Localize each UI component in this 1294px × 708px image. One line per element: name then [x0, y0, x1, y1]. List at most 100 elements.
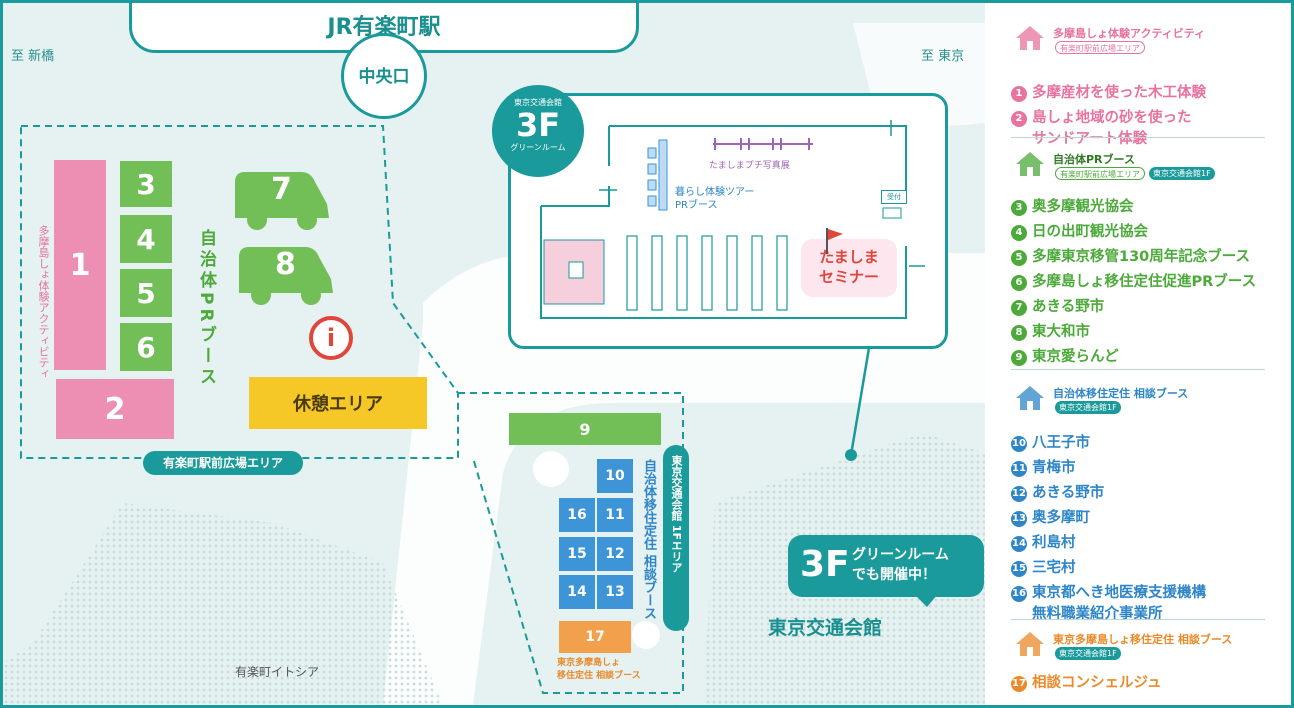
seminar-line2: セミナー	[818, 268, 879, 286]
booth-4-label: 4	[136, 222, 156, 256]
legend-item-text: 多摩島しょ移住定住促進PRブース	[1032, 274, 1257, 290]
booth-14-label: 14	[567, 584, 587, 600]
callout-line1: グリーンルーム	[852, 547, 949, 563]
mall-label: 有楽町イトシア	[235, 665, 320, 679]
leader-line	[849, 347, 871, 456]
booth-9-label: 9	[579, 419, 591, 439]
mall-area	[3, 503, 443, 705]
booth-1[interactable]: 1	[54, 160, 106, 370]
event-map: JR有楽町駅 中央口 至 新橋 至 東京 1 2 3 4 5 6 7 8 多摩島…	[3, 3, 985, 705]
floor3-inset: たましまプチ写真展 暮らし体験ツアー PRブース 受付 たましま セミナー	[508, 93, 948, 349]
booth-13-label: 13	[605, 584, 625, 600]
booth-7[interactable]: 7	[231, 166, 333, 232]
floor3-badge-building: 東京交通会館	[514, 98, 562, 107]
floor3-badge-floor: 3F	[515, 106, 561, 144]
legend-number-badge: 17	[1011, 676, 1027, 692]
relocation-vertical-label: 自治体移住定住 相談ブース	[641, 459, 656, 620]
plaza-area-tag: 有楽町駅前広場エリア	[143, 451, 303, 475]
legend-section-title: 多摩島しょ体験アクティビティ	[1053, 27, 1206, 40]
legend-number-badge: 9	[1011, 350, 1027, 366]
exit-marker: 中央口	[341, 33, 427, 119]
booth-10[interactable]: 10	[597, 459, 633, 493]
legend-item-text: 青梅市	[1032, 460, 1076, 476]
concierge-label: 東京多摩島しょ 移住定住 相談ブース	[557, 657, 641, 683]
booth-12[interactable]: 12	[597, 537, 633, 571]
legend-item-text: 多摩産材を使った木工体験	[1032, 85, 1206, 101]
rest-area[interactable]: 休憩エリア	[249, 377, 427, 429]
legend-number-badge: 16	[1011, 586, 1027, 602]
legend-divider	[1011, 369, 1265, 370]
floor3-plan	[540, 120, 925, 319]
booth-16-label: 16	[567, 507, 587, 523]
legend-number-badge: 5	[1011, 250, 1027, 266]
booth-6-label: 6	[136, 330, 156, 364]
legend-item-1: 1 多摩産材を使った木工体験	[1011, 81, 1206, 102]
booth-2[interactable]: 2	[56, 379, 174, 439]
legend-item-text: 八王子市	[1032, 435, 1090, 451]
legend-number-badge: 10	[1011, 436, 1027, 452]
legend-item-10: 10 八王子市	[1011, 431, 1090, 452]
info-icon[interactable]: i	[309, 316, 353, 360]
booth-3-label: 3	[136, 167, 156, 201]
legend-number-badge: 3	[1011, 200, 1027, 216]
truck-icon	[239, 247, 333, 305]
road	[383, 253, 985, 705]
legend-area-pill: 有楽町駅前広場エリア	[1055, 41, 1145, 54]
legend-area-pill: 東京交通会館1F	[1149, 167, 1215, 180]
legend-area-pill: 東京交通会館1F	[1055, 401, 1121, 414]
legend-item-text: 東京愛らんど	[1032, 349, 1119, 365]
direction-left: 至 新橋	[11, 49, 55, 64]
floor3-badge: 東京交通会館 3F グリーンルーム	[492, 85, 584, 177]
booth-8[interactable]: 8	[235, 241, 337, 307]
booth-9[interactable]: 9	[509, 413, 661, 445]
legend-number-badge: 1	[1011, 86, 1027, 102]
legend-number-badge: 15	[1011, 561, 1027, 577]
seminar-bubble[interactable]: たましま セミナー	[801, 239, 897, 297]
activity-vertical-label: 多摩島しょ体験アクティビティ	[37, 225, 50, 379]
booth-10-label: 10	[605, 468, 625, 484]
legend-item-text: あきる野市	[1032, 485, 1105, 501]
callout-tail	[915, 595, 937, 607]
concierge-label-line2: 移住定住 相談ブース	[557, 671, 641, 681]
legend-area-pill: 東京交通会館1F	[1055, 647, 1121, 660]
legend-item-text: 多摩東京移管130周年記念ブース	[1032, 249, 1251, 265]
rest-area-label: 休憩エリア	[293, 394, 383, 415]
booth-12-label: 12	[605, 546, 625, 562]
floor1-area-label: 東京交通会館 1Fエリア	[670, 455, 683, 573]
booth-16[interactable]: 16	[559, 498, 595, 532]
booth-5-label: 5	[136, 276, 156, 310]
booth-4[interactable]: 4	[120, 215, 172, 263]
legend-section-title: 自治体PRブース	[1053, 153, 1135, 166]
legend-area-pill: 有楽町駅前広場エリア	[1055, 167, 1145, 180]
house-icon	[1016, 152, 1044, 176]
booth-15[interactable]: 15	[559, 537, 595, 571]
legend-item-text: あきる野市	[1032, 299, 1105, 315]
legend-item-text: 東大和市	[1032, 324, 1090, 340]
info-glyph: i	[326, 324, 336, 352]
booth-14[interactable]: 14	[559, 575, 595, 609]
booth-13[interactable]: 13	[597, 575, 633, 609]
legend-section-title: 自治体移住定住 相談ブース	[1053, 387, 1189, 400]
concierge-label-line1: 東京多摩島しょ	[557, 658, 621, 668]
tour-label-line1: 暮らし体験ツアー	[675, 187, 755, 198]
greenroom-callout[interactable]: 3F グリーンルーム でも開催中！	[788, 535, 984, 597]
booth-6[interactable]: 6	[120, 323, 172, 371]
booth-3[interactable]: 3	[120, 161, 172, 207]
map-background	[3, 23, 985, 705]
legend-number-badge: 7	[1011, 300, 1027, 316]
booth-5[interactable]: 5	[120, 269, 172, 317]
reception-desk: 受付	[881, 190, 907, 204]
booth-17[interactable]: 17	[559, 621, 631, 653]
seminar-line1: たましま	[819, 248, 879, 266]
legend-number-badge: 13	[1011, 511, 1027, 527]
legend-item-text: 奥多摩町	[1032, 510, 1090, 526]
floor1-area-tag: 東京交通会館 1Fエリア	[663, 445, 689, 631]
legend-divider	[1011, 137, 1265, 138]
booth-11[interactable]: 11	[597, 498, 633, 532]
house-icon	[1016, 386, 1044, 410]
legend-item-text-line2: サンドアート体験	[1032, 131, 1148, 147]
